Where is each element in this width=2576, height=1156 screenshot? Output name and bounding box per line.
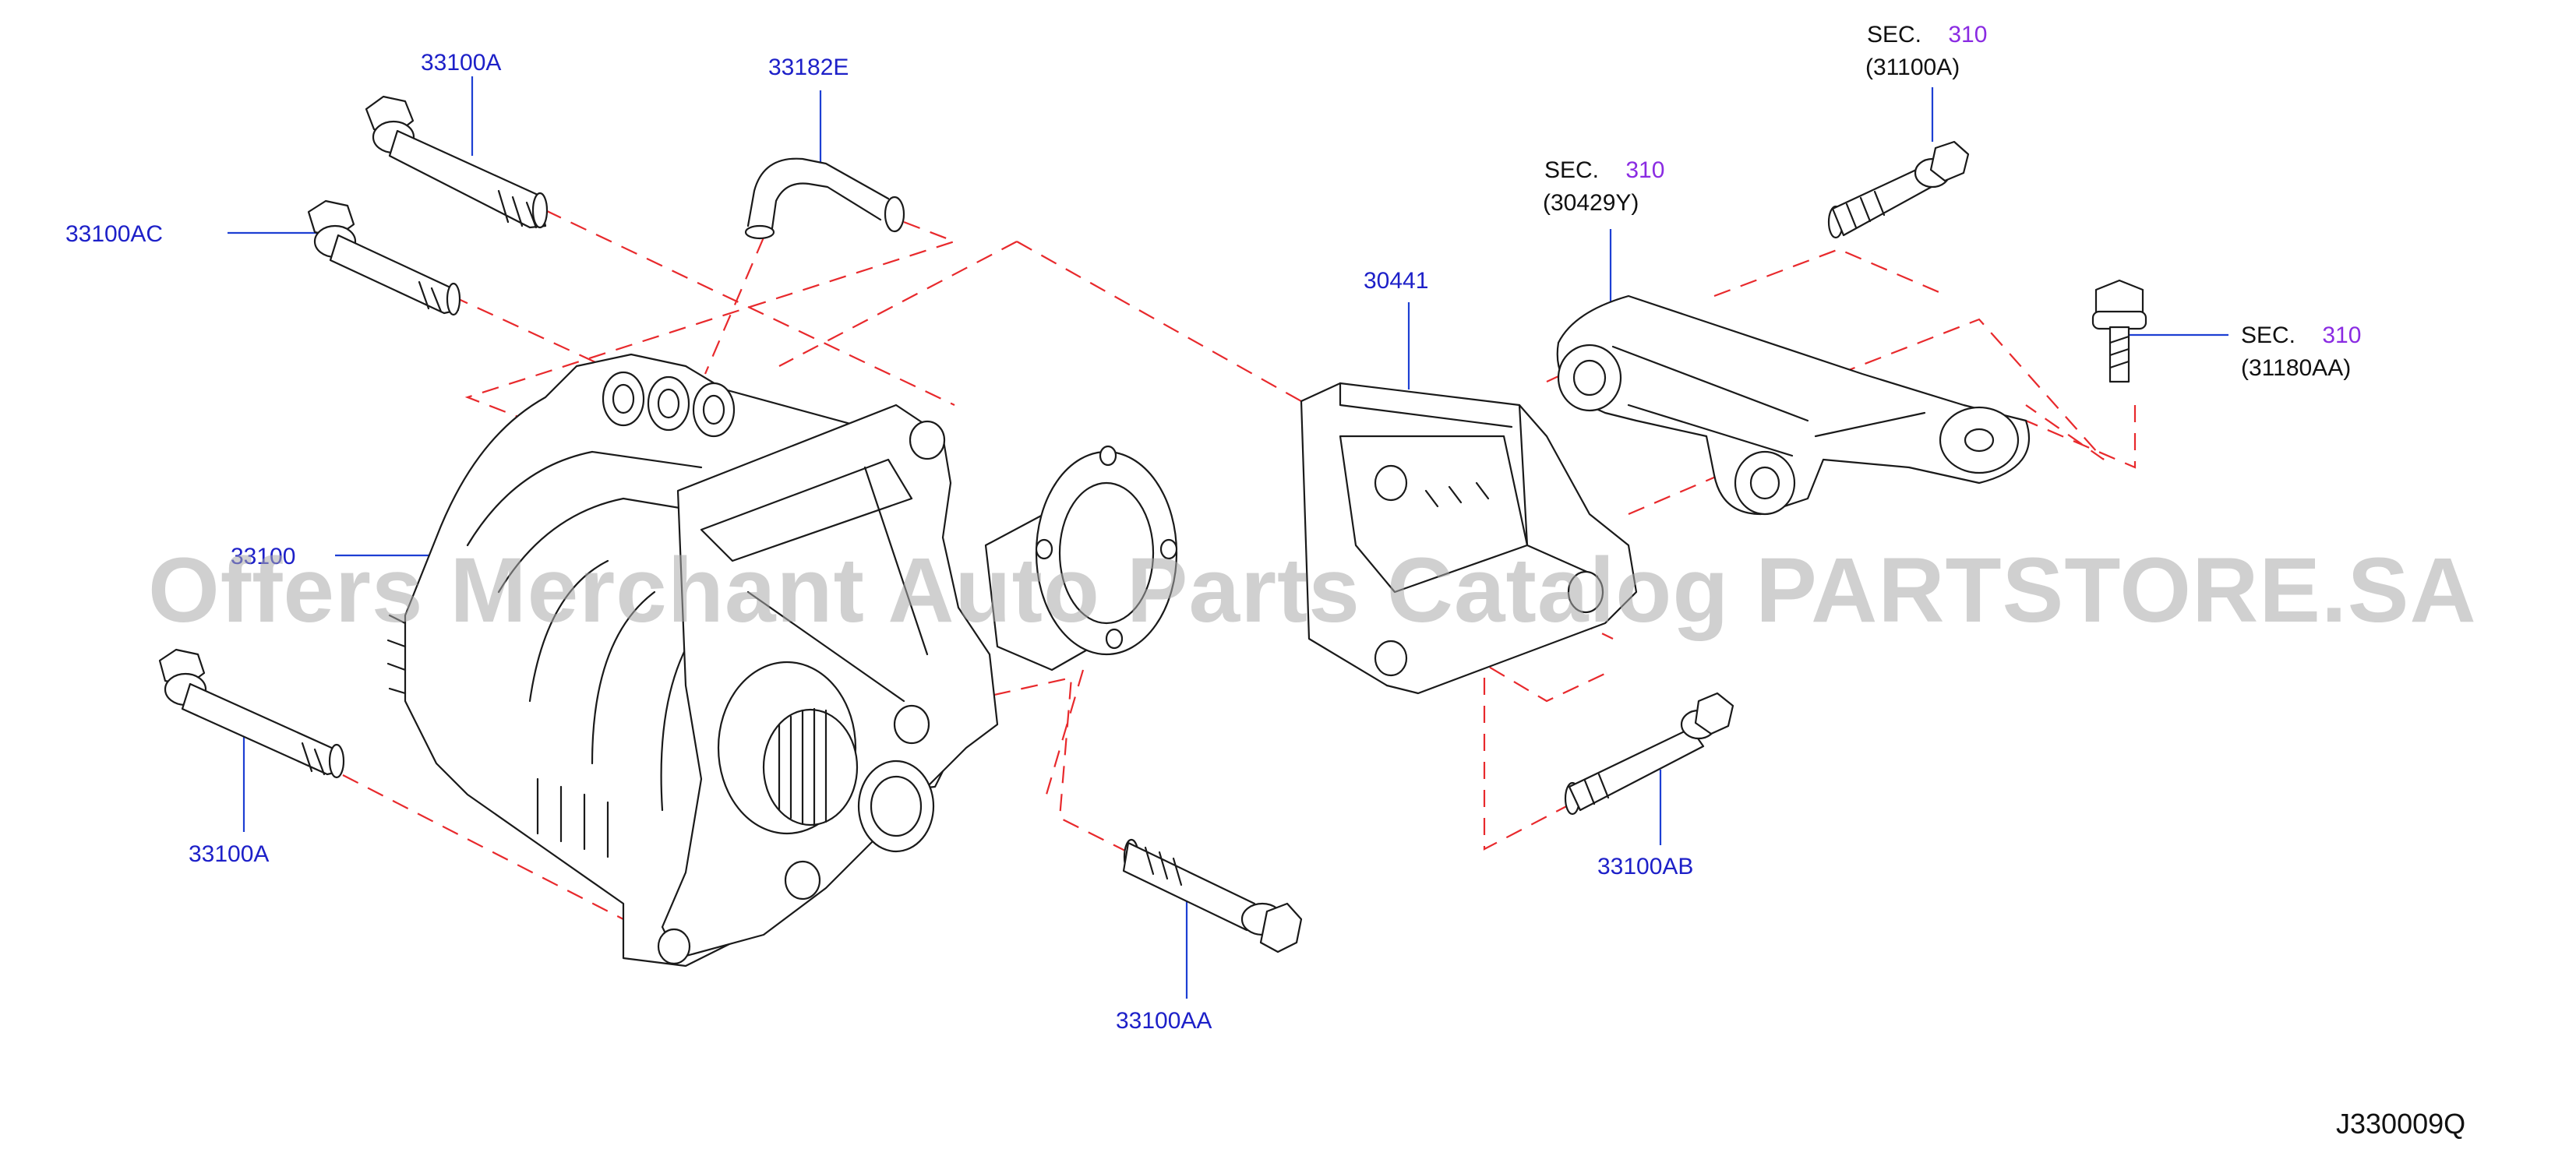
section-number[interactable]: 310 [1625, 157, 1665, 183]
section-ref-2[interactable]: SEC. 310 [1544, 159, 1664, 182]
label-33100ab[interactable]: 33100AB [1597, 854, 1694, 879]
bolt-31180aa [2091, 279, 2147, 383]
diagram-code: J330009Q [2336, 1108, 2466, 1140]
section-ref-1-code: (31100A) [1865, 55, 1960, 80]
bolt-33100ac [307, 199, 461, 316]
alternator-33100 [386, 353, 1178, 967]
label-33182e[interactable]: 33182E [768, 55, 849, 80]
label-33100a-top[interactable]: 33100A [421, 50, 502, 76]
section-prefix: SEC. [1867, 22, 1922, 48]
label-33100ac[interactable]: 33100AC [65, 221, 164, 247]
arm-30429y [1556, 294, 2030, 516]
bolt-31100a [1827, 140, 1970, 239]
label-33100[interactable]: 33100 [231, 544, 296, 569]
bolt-33100ab [1564, 692, 1734, 816]
label-30441[interactable]: 30441 [1364, 268, 1429, 294]
section-number[interactable]: 310 [1948, 22, 1988, 48]
watermark-text: Offers Merchant Auto Parts Catalog PARTS… [148, 539, 2477, 642]
label-33100a-bottom[interactable]: 33100A [189, 841, 270, 867]
hose-33182e [744, 157, 905, 240]
bolt-33100a-bottom [158, 648, 345, 779]
bolt-33100a-top [365, 95, 549, 229]
section-number[interactable]: 310 [2322, 322, 2362, 348]
bolt-33100aa [1122, 838, 1303, 953]
leader-lines [228, 76, 2228, 999]
section-ref-3-code: (31180AA) [2241, 355, 2352, 381]
label-33100aa[interactable]: 33100AA [1116, 1008, 1212, 1034]
section-prefix: SEC. [1544, 157, 1600, 183]
bracket-30441 [1300, 382, 1638, 695]
section-ref-2-code: (30429Y) [1543, 190, 1639, 216]
section-ref-3[interactable]: SEC. 310 [2241, 324, 2361, 347]
section-ref-1[interactable]: SEC. 310 [1867, 23, 1987, 47]
section-prefix: SEC. [2241, 322, 2296, 348]
